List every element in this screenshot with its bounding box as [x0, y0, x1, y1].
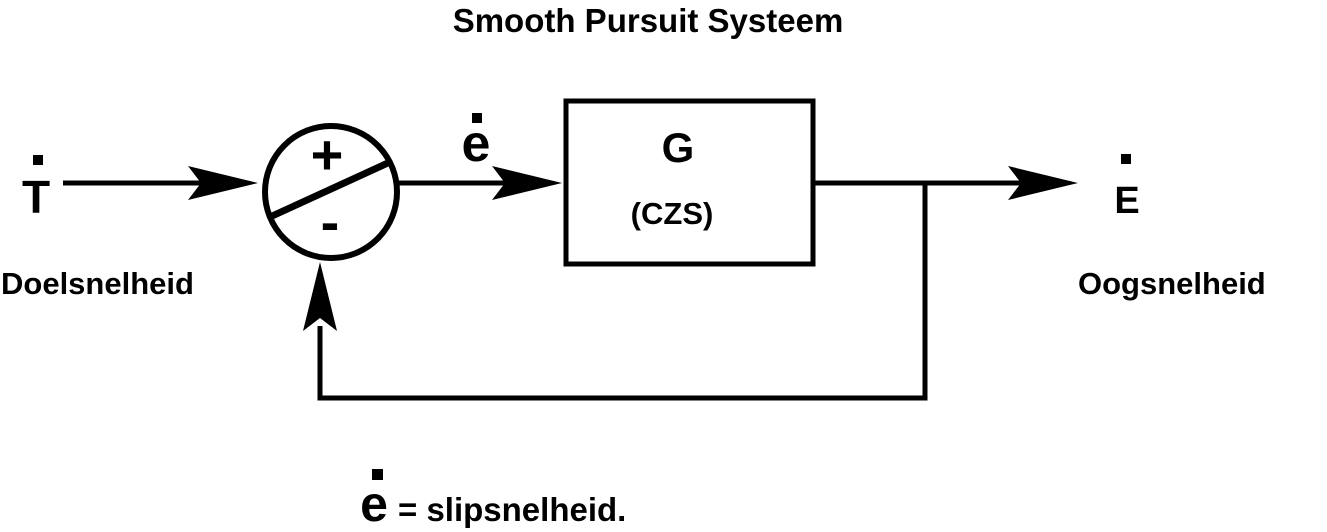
feedback-arrowhead-icon — [303, 262, 337, 331]
plus-sign: + — [311, 123, 344, 186]
block-subtitle-label: (CZS) — [631, 196, 714, 231]
minus-sign: - — [321, 190, 340, 253]
input-arrowhead-icon — [188, 166, 258, 200]
legend-definition: = slipsnelheid. — [398, 491, 626, 528]
block-gain-label: G — [662, 124, 695, 171]
error-arrowhead-icon — [492, 166, 562, 200]
summing-junction: + - — [262, 123, 400, 261]
summing-junction-divider — [268, 158, 392, 221]
output-symbol: E — [1114, 180, 1139, 222]
error-symbol: e — [462, 115, 491, 173]
input-symbol: T — [22, 171, 50, 223]
output-label: Oogsnelheid — [1078, 266, 1266, 301]
legend-group: e = slipsnelheid. — [360, 469, 626, 532]
input-signal-group: T Doelsnelheid — [1, 155, 194, 301]
summing-junction-circle — [262, 123, 400, 261]
input-derivative-dot-icon — [33, 155, 43, 165]
diagram-title: Smooth Pursuit Systeem — [453, 2, 844, 39]
input-label: Doelsnelheid — [1, 266, 194, 301]
error-signal-group: e — [462, 113, 491, 173]
error-derivative-dot-icon — [472, 113, 482, 123]
feedback-path — [317, 183, 928, 401]
legend-symbol: e — [360, 476, 388, 532]
output-derivative-dot-icon — [1121, 154, 1131, 164]
system-block: G (CZS) — [563, 98, 816, 267]
legend-derivative-dot-icon — [372, 469, 383, 480]
output-arrowhead-icon — [1008, 166, 1078, 200]
output-signal-group: E Oogsnelheid — [1078, 154, 1266, 301]
